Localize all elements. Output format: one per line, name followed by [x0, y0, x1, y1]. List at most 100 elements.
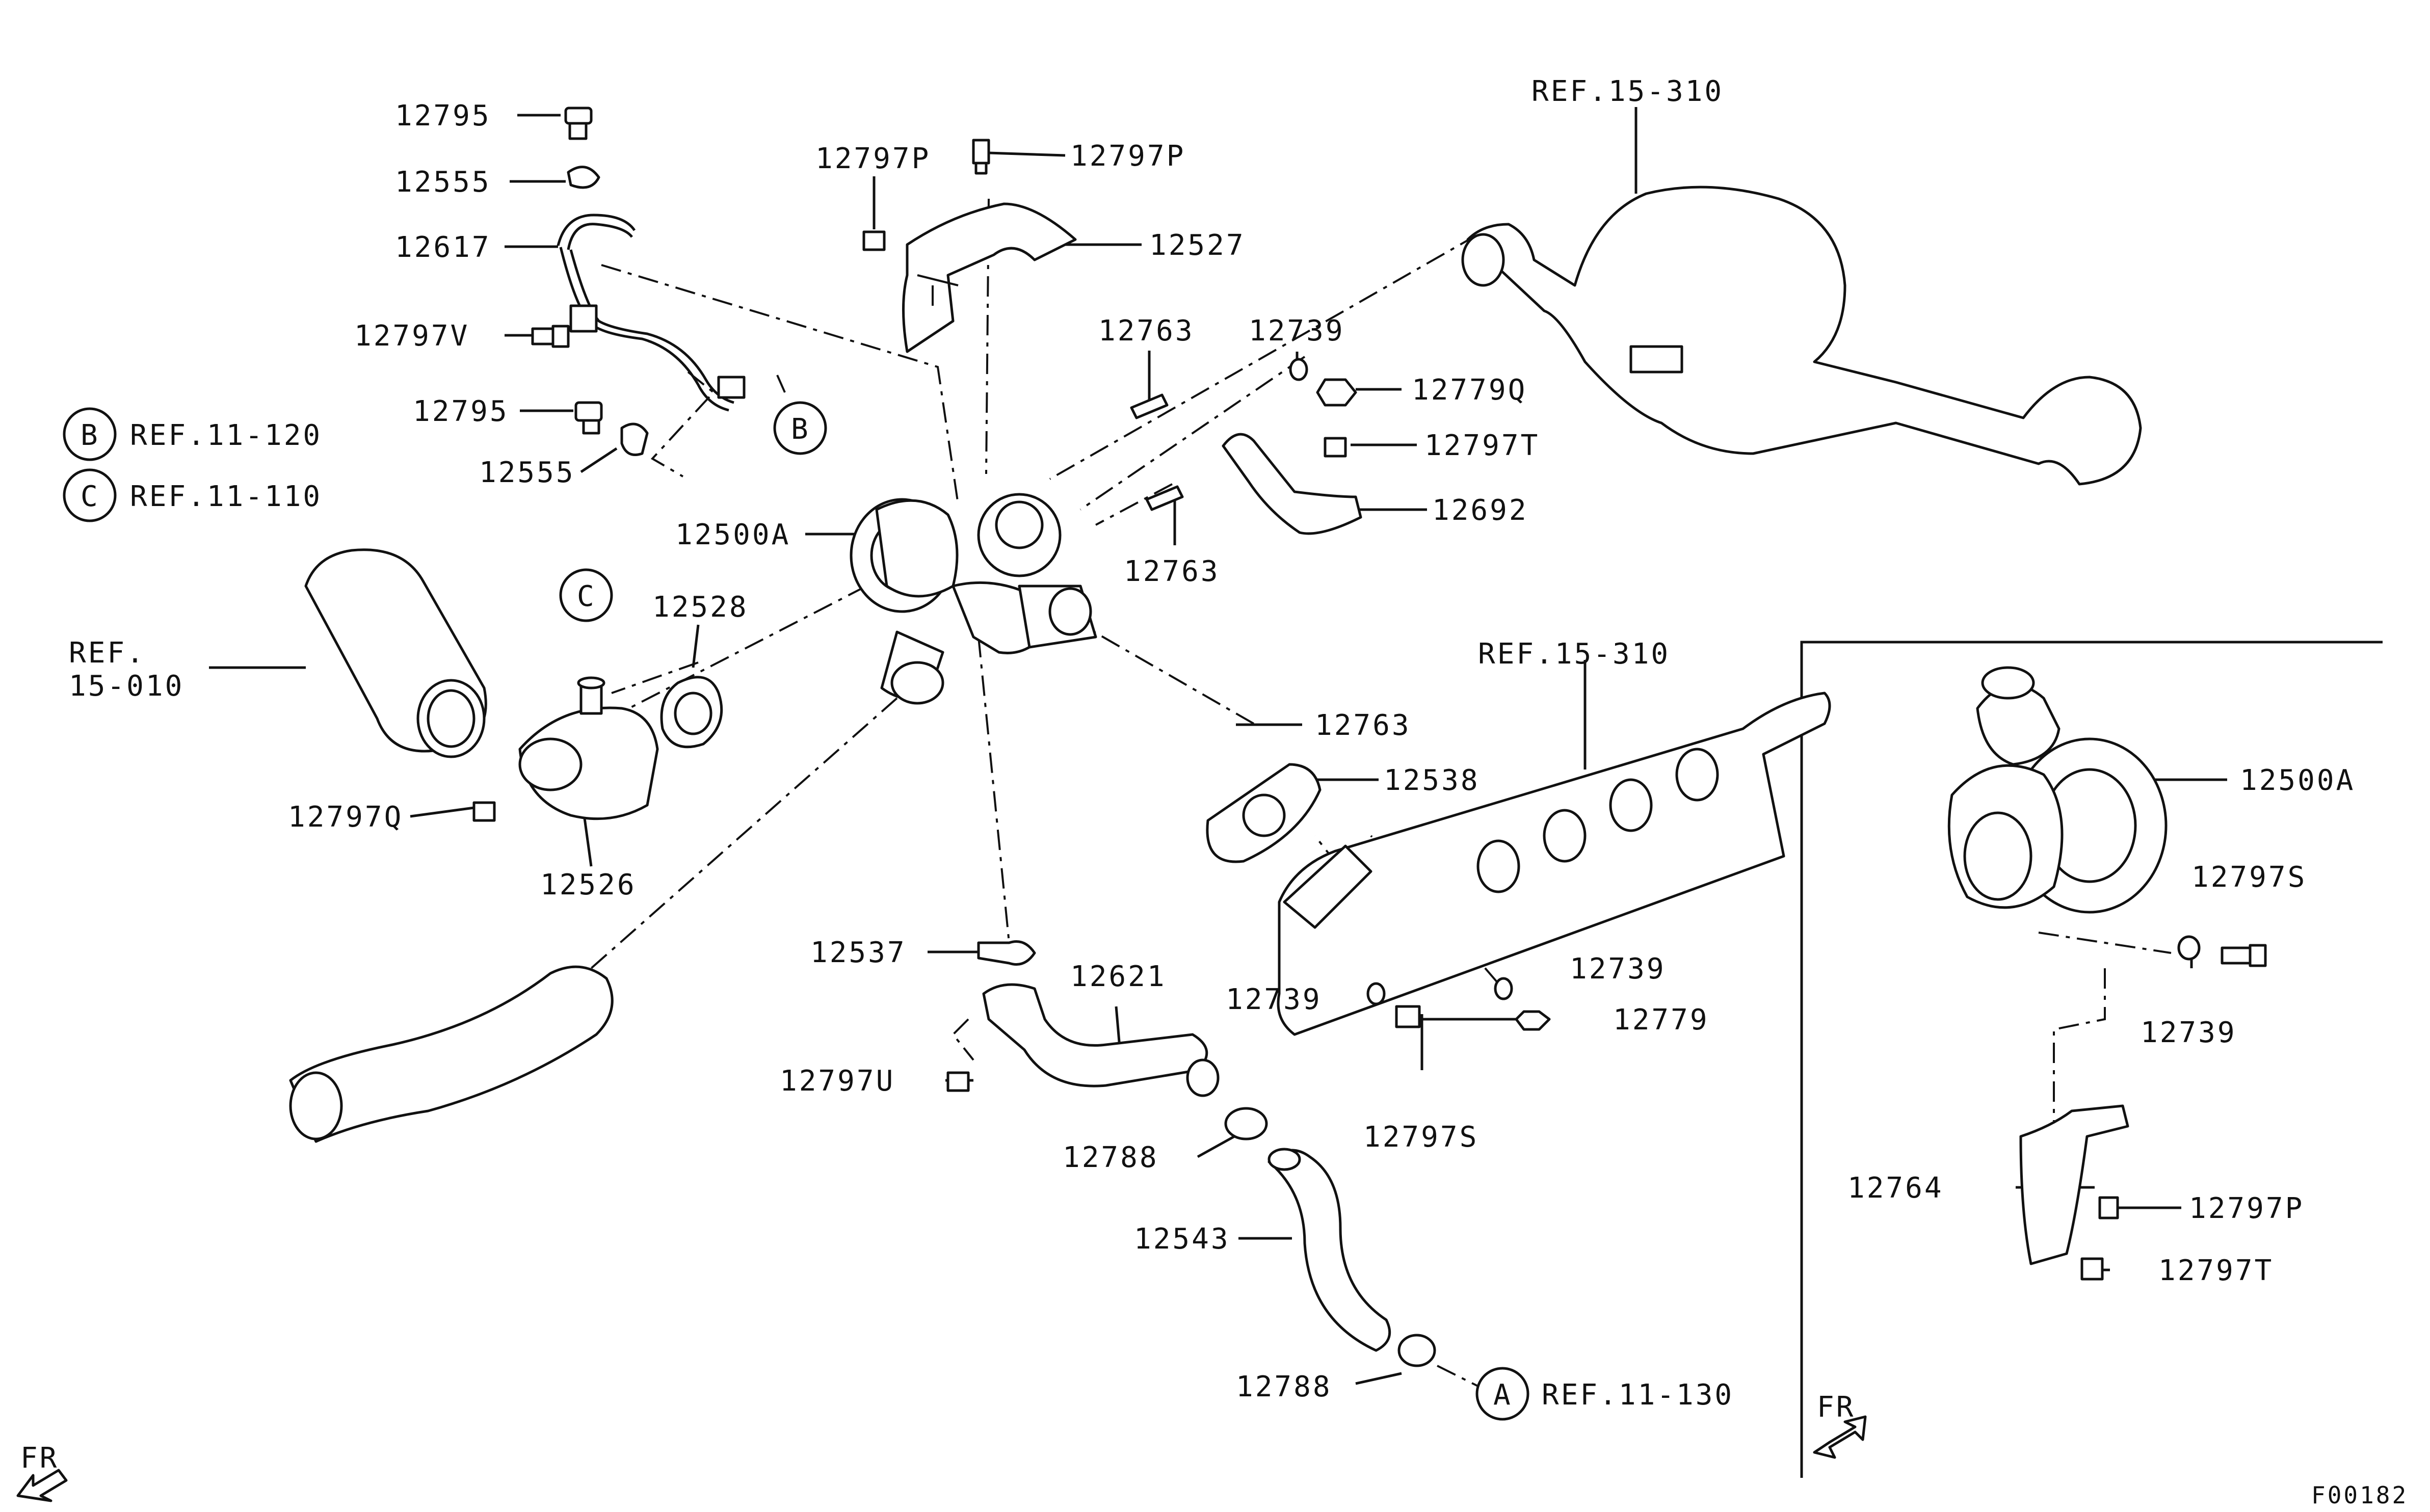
- label-12797p-right: 12797P: [1070, 140, 1185, 173]
- washer-12739-right: [1494, 977, 1513, 1000]
- label-12621: 12621: [1070, 960, 1167, 993]
- inset-bolt-12797t: [2080, 1257, 2104, 1281]
- label-12617: 12617: [395, 231, 491, 264]
- label-12797s-inset: 12797S: [2191, 861, 2307, 894]
- inset-washer-12739: [2177, 935, 2201, 961]
- bolt-12797u: [946, 1071, 970, 1092]
- clamp-12788-bottom: [1397, 1334, 1436, 1367]
- stud-12763-mid: [1145, 485, 1184, 511]
- label-ref-15-310-top: REF.15-310: [1531, 75, 1724, 108]
- label-12797v: 12797V: [354, 320, 469, 353]
- svg-text:A: A: [1493, 1378, 1513, 1412]
- inset-bolt-12797s: [2221, 944, 2267, 967]
- figure-id: F00182: [2311, 1481, 2408, 1509]
- inset-bracket-12764: [2019, 1104, 2129, 1265]
- label-12692: 12692: [1432, 494, 1528, 527]
- label-12555-mid: 12555: [479, 456, 575, 489]
- label-ref-11-110: REF.11-110: [130, 480, 322, 513]
- outlet-elbow-12526: [518, 676, 659, 820]
- bolt-12797p-top: [972, 139, 990, 175]
- label-ref-11-120: REF.11-120: [130, 419, 322, 452]
- inset-turbocharger-12500a: [1947, 666, 2168, 914]
- label-12739-inset: 12739: [2141, 1016, 2237, 1049]
- bolt-12795-mid: [574, 401, 603, 435]
- ref-circle-c-callout: C: [559, 568, 613, 622]
- inset-frame: [1800, 641, 2383, 1478]
- label-12739-right: 12739: [1570, 952, 1666, 986]
- hose-lower-left: [289, 965, 614, 1143]
- label-12739-top: 12739: [1249, 314, 1345, 348]
- label-12763-top: 12763: [1098, 314, 1195, 348]
- label-12527: 12527: [1149, 229, 1246, 262]
- label-12795-top: 12795: [395, 99, 491, 132]
- svg-text:C: C: [577, 580, 596, 613]
- turbocharger-12500a: [850, 493, 1097, 705]
- label-12763-low: 12763: [1315, 709, 1411, 742]
- svg-text:B: B: [791, 413, 810, 446]
- ref-circle-b-callout: B: [773, 401, 827, 455]
- label-12528: 12528: [652, 591, 749, 624]
- inset-bolt-12797p: [2098, 1196, 2119, 1219]
- bolt-12797v: [531, 325, 570, 348]
- label-ref-15-010-b: 15-010: [69, 670, 184, 703]
- label-ref-15-310-mid: REF.15-310: [1478, 638, 1670, 671]
- oil-return-pipe-12621: [982, 983, 1220, 1097]
- nut-12779q: [1316, 378, 1357, 407]
- bolt-12797p-left: [862, 230, 886, 251]
- label-12797s-mid: 12797S: [1363, 1121, 1478, 1154]
- label-12788-top: 12788: [1063, 1141, 1159, 1174]
- label-12797p-inset: 12797P: [2189, 1192, 2304, 1225]
- bolt-12797q: [472, 801, 496, 822]
- label-12797t-inset: 12797T: [2158, 1254, 2274, 1287]
- hose-12543: [1267, 1148, 1391, 1352]
- stud-12763-top: [1130, 393, 1169, 419]
- label-12797q: 12797Q: [288, 801, 403, 834]
- washer-12739-top: [1289, 358, 1308, 381]
- label-12526: 12526: [540, 868, 637, 901]
- svg-text:B: B: [81, 419, 100, 452]
- gasket-12537: [977, 940, 1036, 966]
- bolt-12797t-top: [1324, 437, 1347, 458]
- label-12537: 12537: [810, 936, 907, 969]
- fr-arrow-main-icon: [16, 1469, 68, 1502]
- gasket-12528: [660, 676, 723, 749]
- label-12538: 12538: [1384, 764, 1480, 797]
- bolt-12797s-mid: [1395, 1005, 1421, 1028]
- exhaust-manifold-ref-15-310: [1277, 692, 1831, 1036]
- label-12500a-inset: 12500A: [2240, 764, 2355, 797]
- label-12788-bottom: 12788: [1236, 1370, 1332, 1403]
- bolt-12795-top: [564, 107, 593, 140]
- heat-protector-12527: [902, 202, 1077, 353]
- label-ref-15-010-a: REF.: [69, 636, 146, 670]
- clamp-12788-top: [1224, 1107, 1268, 1140]
- label-12763-mid: 12763: [1124, 555, 1220, 588]
- label-ref-11-130: REF.11-130: [1542, 1378, 1734, 1412]
- label-12797p-left: 12797P: [815, 142, 931, 175]
- label-12797u: 12797U: [780, 1065, 895, 1098]
- label-fr-inset: FR: [1817, 1391, 1855, 1424]
- label-12779: 12779: [1613, 1003, 1709, 1037]
- label-12500a-main: 12500A: [675, 518, 790, 551]
- label-12543: 12543: [1134, 1223, 1230, 1256]
- nut-12779: [1515, 1010, 1551, 1031]
- label-12555-top: 12555: [395, 166, 491, 199]
- label-12795-mid: 12795: [413, 395, 509, 428]
- svg-text:C: C: [81, 480, 100, 513]
- ref-circle-b-legend: B: [63, 407, 117, 461]
- oil-pipe-12617: [557, 214, 746, 412]
- fr-arrow-inset-icon: [1813, 1415, 1867, 1459]
- clamp-12555-mid: [620, 422, 649, 456]
- intake-pipe-ref-15-010: [304, 548, 487, 758]
- washer-12739-mid: [1366, 982, 1386, 1005]
- label-12764: 12764: [1847, 1172, 1944, 1205]
- label-12797t-top: 12797T: [1424, 429, 1540, 462]
- catalytic-converter-ref-15-310: [1461, 185, 2142, 486]
- labels: 12795 12555 12617 12797V 12795 REF.11-12…: [20, 75, 2408, 1509]
- label-12739-mid: 12739: [1226, 983, 1322, 1016]
- clamp-12555-top: [567, 166, 600, 189]
- label-12779q: 12779Q: [1412, 374, 1527, 407]
- label-fr-main: FR: [20, 1442, 59, 1475]
- gasket-12538: [1206, 763, 1322, 863]
- bracket-12692: [1222, 433, 1362, 535]
